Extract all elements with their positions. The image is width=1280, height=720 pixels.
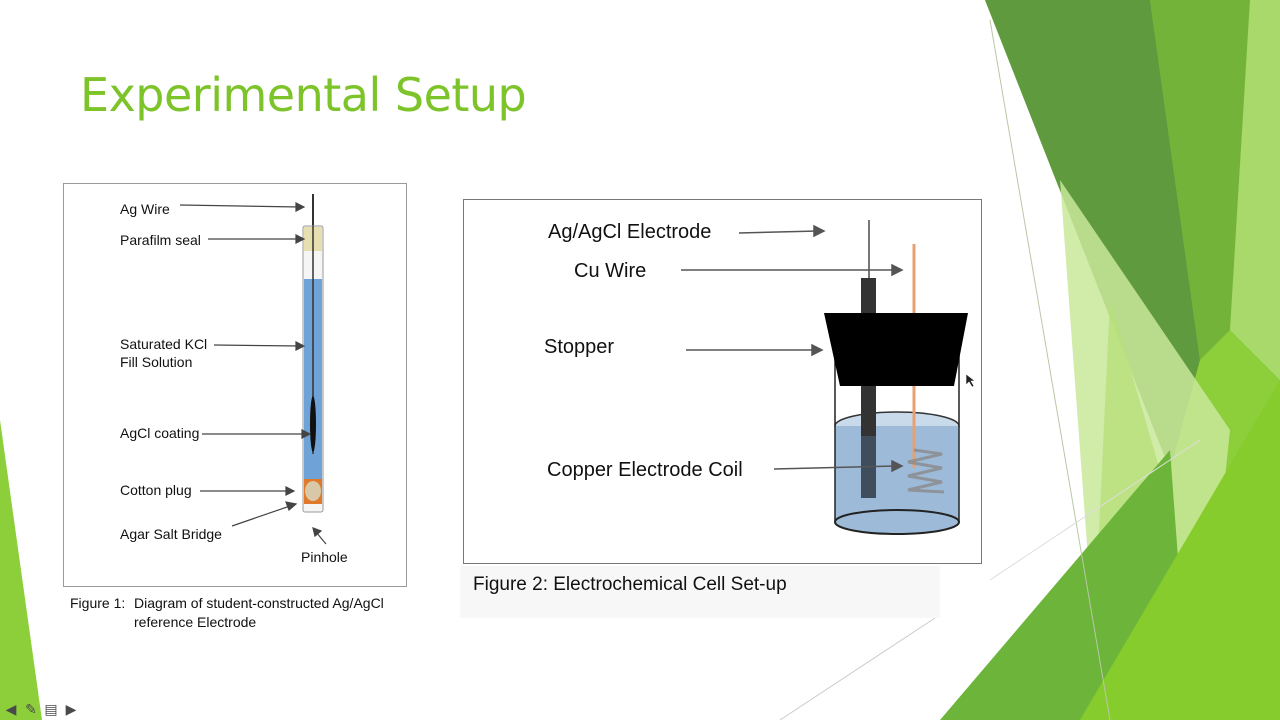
- figure-1-caption: Figure 1: Diagram of student-constructed …: [70, 594, 384, 630]
- label-agcl: AgCl coating: [120, 425, 200, 441]
- bg-panel-light: [1230, 0, 1280, 380]
- bg-line: [989, 19, 1111, 720]
- cotton-plug: [305, 481, 321, 501]
- figure-2-caption-background: [460, 566, 940, 618]
- label-pinhole: Pinhole: [301, 549, 348, 565]
- label-cu-wire: Cu Wire: [574, 260, 647, 282]
- electrochemical-cell-drawing: [681, 220, 968, 535]
- mouse-cursor-icon: [966, 374, 976, 388]
- label-electrode: Ag/AgCl Electrode: [548, 221, 712, 243]
- label-cotton: Cotton plug: [120, 482, 192, 498]
- label-coil: Copper Electrode Coil: [547, 459, 743, 481]
- slide-title: Experimental Setup: [80, 68, 527, 122]
- figure-2-caption: Figure 2: Electrochemical Cell Set-up: [473, 574, 787, 595]
- bg-line-2: [779, 617, 936, 720]
- agcl-coating: [310, 396, 316, 452]
- pen-tool-icon[interactable]: ✎: [25, 701, 37, 717]
- label-kcl-1: Saturated KCl: [120, 336, 208, 352]
- figure-1-caption-line2: reference Electrode: [134, 614, 257, 630]
- label-parafilm: Parafilm seal: [120, 232, 201, 248]
- bg-panel-bottom-right: [1080, 380, 1280, 720]
- beaker-water: [835, 426, 959, 522]
- bg-panel-mid: [1150, 0, 1250, 360]
- bg-line-3: [989, 439, 1201, 581]
- next-slide-icon[interactable]: ▶: [65, 701, 77, 717]
- slideshow-nav: ◀ ✎ ▤ ▶: [2, 700, 80, 718]
- figure-1-diagram: Ag Wire Parafilm seal Saturated KCl Fill…: [63, 183, 407, 587]
- previous-slide-icon[interactable]: ◀: [5, 701, 17, 717]
- figure-2-diagram: Ag/AgCl Electrode Cu Wire Stopper Copper…: [463, 199, 982, 564]
- label-ag-wire: Ag Wire: [120, 201, 170, 217]
- slide-menu-icon[interactable]: ▤: [44, 701, 58, 717]
- label-stopper: Stopper: [544, 336, 615, 358]
- label-agar: Agar Salt Bridge: [120, 526, 222, 542]
- label-kcl-2: Fill Solution: [120, 354, 193, 370]
- bg-left-sliver: [0, 420, 42, 720]
- beaker-bottom: [834, 509, 960, 535]
- figure-1-caption-line1: Diagram of student-constructed Ag/AgCl: [134, 595, 384, 611]
- reference-electrode-drawing: [179, 194, 327, 545]
- stopper: [824, 313, 968, 386]
- figure-1-number: Figure 1:: [70, 595, 126, 611]
- copper-coil: [907, 448, 945, 494]
